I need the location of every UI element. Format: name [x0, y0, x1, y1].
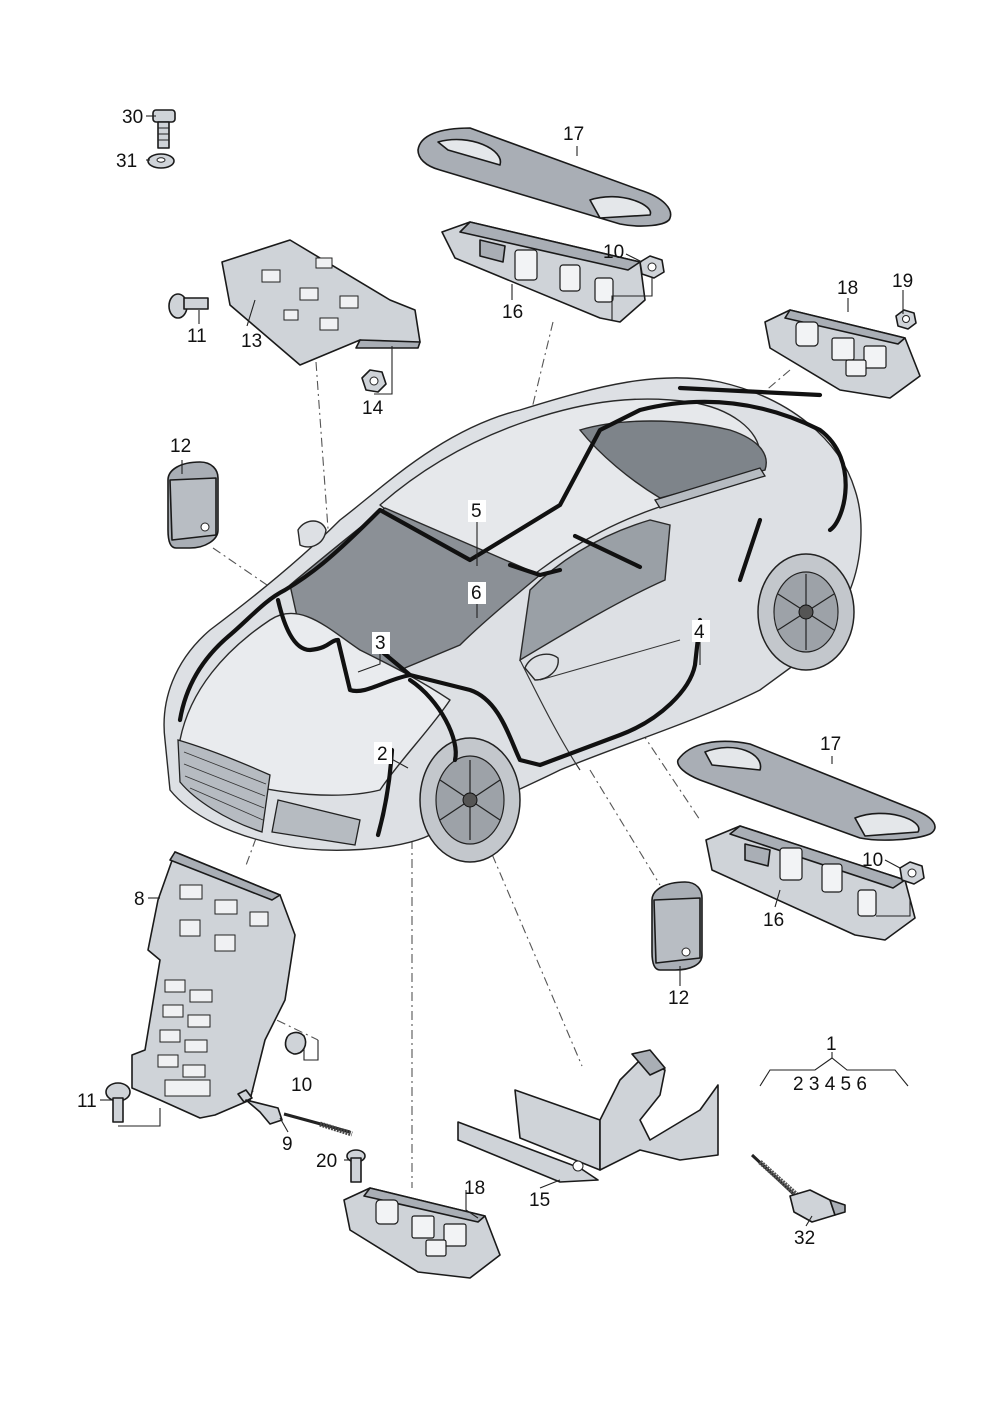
- callout-labels: 30 31 17 10 16 11 13 14 18 19 12 5 6 3 4…: [77, 107, 913, 1249]
- cable-tie-9: [237, 1089, 353, 1137]
- callout-5: 5: [471, 501, 482, 522]
- callout-15: 15: [529, 1190, 550, 1211]
- cover-17-lower: [676, 740, 936, 841]
- nut-10-left: [284, 1031, 307, 1055]
- nut-14: [361, 369, 387, 393]
- callout-11-top: 11: [187, 326, 207, 347]
- callout-10-lower: 10: [862, 850, 883, 871]
- callout-8: 8: [134, 889, 145, 910]
- nut-10-lower: [899, 861, 925, 885]
- callout-32: 32: [794, 1228, 815, 1249]
- cover-17-top: [417, 127, 672, 227]
- relay-carrier-18-top: [764, 309, 921, 399]
- callout-16-lower: 16: [763, 910, 784, 931]
- callout-10-top: 10: [603, 242, 624, 263]
- callout-12-lower: 12: [668, 988, 689, 1009]
- side-window: [519, 519, 671, 662]
- callout-17-lower: 17: [820, 734, 841, 755]
- callout-11-lower: 11: [77, 1091, 97, 1112]
- bracket-8: [131, 851, 296, 1119]
- callout-13: 13: [241, 331, 262, 352]
- leader-lines: [100, 115, 911, 1227]
- callout-18-top: 18: [837, 278, 858, 299]
- callout-31: 31: [116, 151, 137, 172]
- front-grille: [177, 739, 271, 833]
- callout-12-top: 12: [170, 436, 191, 457]
- relay-carrier-16-top: [441, 221, 646, 323]
- bolt-20: [346, 1149, 366, 1183]
- callout-3: 3: [375, 633, 386, 654]
- nut-10-top: [639, 255, 665, 279]
- callout-6: 6: [471, 583, 482, 604]
- callout-1: 1: [826, 1034, 837, 1055]
- callout-30: 30: [122, 107, 143, 128]
- cable-tie-32: [750, 1153, 846, 1223]
- callout-16-top: 16: [502, 302, 523, 323]
- callout-14: 14: [362, 398, 384, 419]
- callout-4: 4: [694, 622, 705, 643]
- car-body: [163, 377, 862, 863]
- callout-17-top: 17: [563, 124, 584, 145]
- callout-1-subparts: 2 3 4 5 6: [793, 1074, 867, 1095]
- callout-9: 9: [282, 1134, 293, 1155]
- callout-18-lower: 18: [464, 1178, 485, 1199]
- side-mirror: [524, 653, 559, 681]
- bracket-13: [221, 239, 421, 366]
- bolt-11-lower: [105, 1082, 131, 1123]
- bracket-15: [457, 1049, 719, 1183]
- relay-carrier-16-lower: [705, 825, 916, 941]
- bolt-11-top: [168, 293, 209, 319]
- callout-20: 20: [316, 1151, 337, 1172]
- nut-19: [895, 309, 917, 330]
- bolt-30: [152, 109, 176, 149]
- control-unit-12-right: [651, 881, 703, 971]
- callout-2: 2: [377, 744, 388, 765]
- relay-carrier-18-lower: [343, 1187, 501, 1279]
- rear-glass: [578, 420, 767, 499]
- callout-19: 19: [892, 271, 913, 292]
- callout-10-left: 10: [291, 1075, 312, 1096]
- control-unit-12-left: [167, 461, 219, 549]
